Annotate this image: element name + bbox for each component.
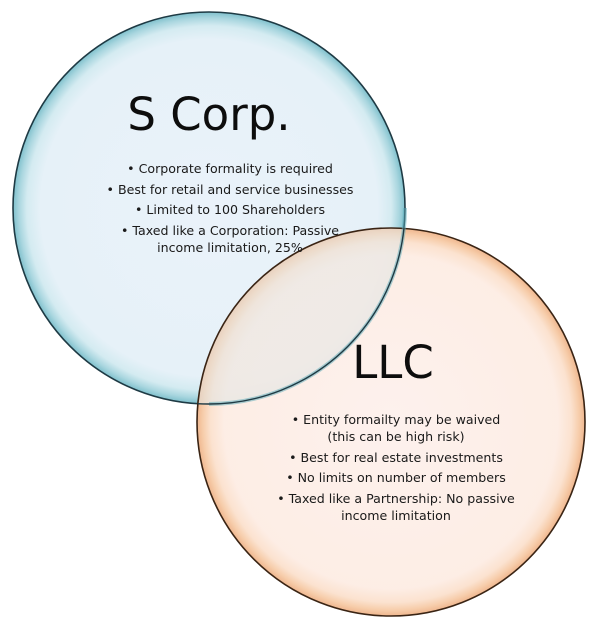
s-corp-bullet-2: •Best for retail and service businesses — [106, 181, 354, 197]
bullet-icon: • — [289, 449, 297, 465]
s-corp-bullet-4: •Taxed like a Corporation: Passive incom… — [120, 222, 340, 255]
s-corp-bullet-1: •Corporate formality is required — [127, 161, 333, 176]
s-corp-title: S Corp. — [127, 88, 291, 141]
bullet-icon: • — [291, 412, 300, 427]
llc-title: LLC — [352, 336, 434, 389]
llc-bullet-4: •Taxed like a Partnership: No passive in… — [277, 490, 515, 523]
bullet-icon: • — [277, 490, 285, 506]
bullet-icon: • — [134, 202, 143, 217]
bullet-icon: • — [286, 470, 294, 485]
llc-bullet-3: •No limits on number of members — [286, 470, 506, 485]
llc-bullet-list: •Entity formailty may be waived (this ca… — [226, 411, 566, 524]
s-corp-bullet-list: •Corporate formality is required •Best f… — [60, 160, 400, 256]
bullet-icon: • — [120, 222, 129, 238]
llc-bullet-2: •Best for real estate investments — [289, 449, 503, 465]
s-corp-bullet-3: •Limited to 100 Shareholders — [134, 202, 326, 217]
bullet-icon: • — [127, 161, 135, 176]
llc-bullet-1: •Entity formailty may be waived (this ca… — [291, 412, 501, 444]
bullet-icon: • — [106, 181, 114, 197]
llc-circle — [196, 207, 586, 617]
